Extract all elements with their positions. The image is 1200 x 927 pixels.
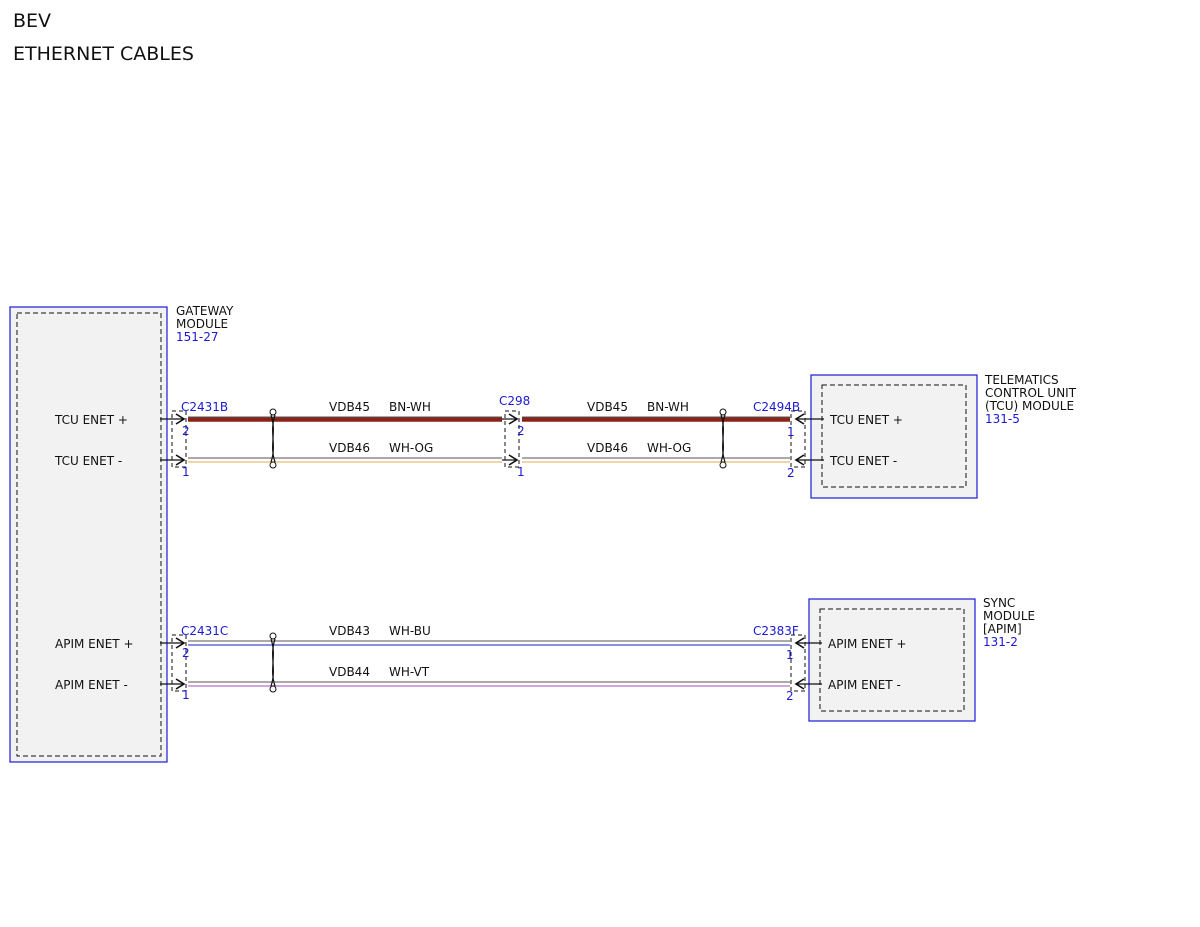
- pin-c2431b-top: 2: [182, 424, 190, 438]
- twist-marker-tcu-b-top-dot: [719, 408, 727, 416]
- twist-marker-apim-bottom-dot: [269, 685, 277, 693]
- wire-5-circuit: VDB43: [329, 624, 370, 638]
- twist-marker-apim-cross-b: [270, 638, 276, 687]
- sync-module[interactable]: [808, 598, 976, 722]
- sync-name-line3: [APIM]: [983, 622, 1022, 636]
- tcu-name-line1: TELEMATICS: [984, 373, 1059, 387]
- connector-c2383f-outline: [790, 634, 806, 692]
- pin-c298-top: 2: [517, 424, 525, 438]
- tcu-name-line2: CONTROL UNIT: [985, 386, 1077, 400]
- connector-c2431c-label: C2431C: [181, 624, 228, 638]
- connector-c2383f-label: C2383F: [753, 624, 799, 638]
- sync-arrow-apim-minus: [794, 678, 805, 690]
- pin-c2383f-top: 1: [786, 648, 794, 662]
- twist-marker-tcu-a-cross-b: [270, 414, 276, 463]
- twist-marker-tcu-b-cross-b: [720, 414, 726, 463]
- twist-marker-tcu-a-top-dot: [269, 408, 277, 416]
- wire-6-circuit: VDB44: [329, 665, 370, 679]
- pin-c298-bottom: 1: [517, 465, 525, 479]
- tcu-ref: 131-5: [985, 412, 1020, 426]
- gateway-arrow-apim-minus: [175, 678, 186, 690]
- gateway-name-line1: GATEWAY: [176, 304, 234, 318]
- connector-c2431b-label: C2431B: [181, 400, 228, 414]
- twist-marker-apim-top-dot: [269, 632, 277, 640]
- gateway-pin-tcu-minus: TCU ENET -: [54, 454, 122, 468]
- tcu-name-line3: (TCU) MODULE: [985, 399, 1074, 413]
- wire-1-circuit: VDB45: [329, 400, 370, 414]
- wire-4-color: WH-OG: [647, 441, 691, 455]
- c298-arrow-top: [508, 413, 519, 425]
- connector-c2431c-outline: [171, 634, 187, 692]
- connector-c2494b-outline: [790, 410, 806, 468]
- connector-c298-label: C298: [499, 394, 530, 408]
- pin-c2494b-top: 1: [787, 425, 795, 439]
- sync-name-line1: SYNC: [983, 596, 1015, 610]
- tcu-arrow-tcu-minus: [794, 454, 805, 466]
- sync-name-line2: MODULE: [983, 609, 1035, 623]
- gateway-pin-apim-minus: APIM ENET -: [55, 678, 128, 692]
- wire-1-color: BN-WH: [389, 400, 431, 414]
- twist-marker-tcu-b-bottom-dot: [719, 461, 727, 469]
- sync-pin-plus: APIM ENET +: [828, 637, 907, 651]
- gateway-arrow-tcu-plus: [175, 413, 186, 425]
- diagram-system-label: BEV: [13, 10, 52, 32]
- tcu-arrow-tcu-plus: [794, 413, 805, 425]
- connector-c2494b-label: C2494B: [753, 400, 800, 414]
- gateway-module[interactable]: [9, 306, 168, 763]
- tcu-module[interactable]: [810, 374, 978, 499]
- pin-c2431b-bottom: 1: [182, 465, 190, 479]
- gateway-arrow-apim-plus: [175, 637, 186, 649]
- wire-5-color: WH-BU: [389, 624, 431, 638]
- sync-pin-minus: APIM ENET -: [828, 678, 901, 692]
- gateway-name-line2: MODULE: [176, 317, 228, 331]
- pin-c2431c-top: 2: [182, 646, 190, 660]
- wire-2-color: WH-OG: [389, 441, 433, 455]
- tcu-pin-minus: TCU ENET -: [829, 454, 897, 468]
- wire-3-circuit: VDB45: [587, 400, 628, 414]
- sync-ref: 131-2: [983, 635, 1018, 649]
- wire-4-circuit: VDB46: [587, 441, 628, 455]
- c298-arrow-bottom: [508, 454, 519, 466]
- wire-3-color: BN-WH: [647, 400, 689, 414]
- gateway-pin-tcu-plus: TCU ENET +: [54, 413, 128, 427]
- wires-layer: [160, 408, 824, 693]
- gateway-arrow-tcu-minus: [175, 454, 186, 466]
- wire-2-circuit: VDB46: [329, 441, 370, 455]
- pin-c2383f-bottom: 2: [786, 689, 794, 703]
- connector-c2431b-outline: [171, 410, 187, 468]
- gateway-ref: 151-27: [176, 330, 219, 344]
- sync-arrow-apim-plus: [794, 637, 805, 649]
- tcu-pin-plus: TCU ENET +: [829, 413, 903, 427]
- twist-marker-tcu-a-bottom-dot: [269, 461, 277, 469]
- wire-6-color: WH-VT: [389, 665, 430, 679]
- gateway-pin-apim-plus: APIM ENET +: [55, 637, 134, 651]
- pin-c2494b-bottom: 2: [787, 466, 795, 480]
- diagram-title: ETHERNET CABLES: [13, 43, 194, 65]
- pin-c2431c-bottom: 1: [182, 688, 190, 702]
- connector-c298-outline: [504, 410, 520, 468]
